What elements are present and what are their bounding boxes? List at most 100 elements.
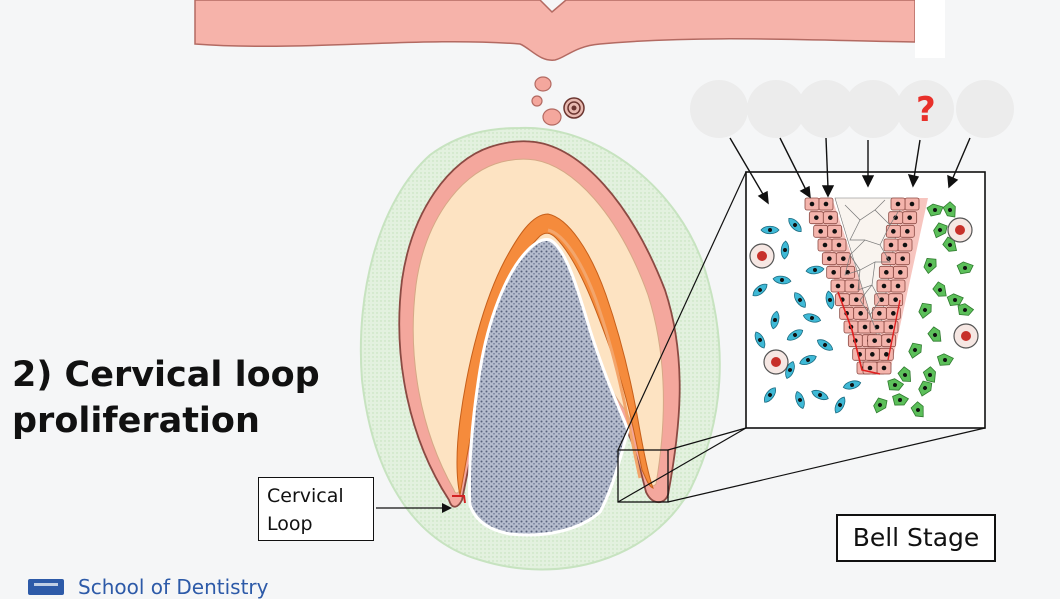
stellate-network	[844, 199, 899, 331]
cyan-mesenchymal-cells	[752, 218, 862, 414]
green-cell	[946, 293, 964, 306]
cell-nucleus	[814, 215, 819, 220]
green-cell	[933, 222, 948, 239]
cervical-loop-marker	[452, 495, 466, 504]
white-patch	[915, 0, 945, 58]
cell-nucleus	[818, 229, 823, 234]
cyan-cell	[842, 380, 862, 390]
heading-line-1: 2) Cervical loop	[12, 355, 320, 395]
green-cell	[897, 366, 911, 382]
cell-nucleus	[862, 324, 868, 330]
cell-nucleus	[898, 270, 903, 275]
cyan-cell	[834, 396, 846, 414]
cell-nucleus	[884, 270, 889, 275]
cervical-loop-label-line-1: Cervical	[267, 485, 344, 507]
cell-nucleus	[888, 242, 894, 248]
cell-nucleus	[858, 311, 863, 316]
cell-nucleus	[895, 283, 901, 289]
cell-nucleus	[823, 201, 829, 207]
green-cell	[932, 281, 947, 297]
cell-nucleus	[841, 256, 846, 261]
cyan-cell	[780, 240, 790, 260]
pointer-arrows	[729, 137, 971, 205]
green-cell	[923, 258, 937, 274]
cell-nucleus	[895, 201, 901, 207]
green-cell	[918, 380, 933, 397]
cell-nucleus	[832, 229, 837, 234]
cyan-cell	[795, 391, 805, 409]
green-cell	[936, 353, 954, 366]
green-cell	[942, 201, 956, 218]
footer-school-name: School of Dentistry	[78, 575, 269, 599]
zoom-line-bottom-right	[667, 427, 986, 503]
green-mesenchymal-cells	[873, 201, 975, 418]
green-cell	[927, 326, 942, 342]
footer: School of Dentistry	[28, 576, 269, 598]
dental-papilla	[467, 238, 630, 537]
zoom-line-bottom-left	[617, 427, 747, 503]
cell-nucleus	[854, 297, 859, 302]
cyan-cell	[785, 361, 795, 379]
slide-heading: 2) Cervical loop proliferation	[12, 352, 320, 444]
cell-nucleus	[828, 215, 833, 220]
cell-nucleus	[891, 311, 896, 316]
cyan-cell	[788, 218, 802, 232]
cell-nucleus	[835, 283, 841, 289]
epithelial-cell-column	[804, 197, 928, 375]
green-cell	[918, 302, 932, 319]
cell-nucleus	[870, 352, 875, 357]
cyan-cell	[754, 331, 766, 349]
zoom-line-mid	[667, 427, 747, 451]
cyan-cell	[794, 292, 806, 308]
cyan-cell	[802, 313, 822, 323]
zoom-inset	[745, 171, 986, 429]
cell-nucleus	[874, 324, 880, 330]
green-cell	[926, 203, 944, 217]
cell-nucleus	[893, 215, 898, 220]
cell-nucleus	[849, 283, 855, 289]
cell-nucleus	[886, 338, 891, 343]
cyan-cell	[752, 283, 768, 297]
oral-epithelium	[194, 0, 916, 61]
cyan-cell	[811, 389, 829, 401]
cell-nucleus	[879, 297, 884, 302]
zoom-source-rect	[617, 449, 669, 503]
university-logo-icon	[28, 579, 64, 595]
cervical-loop-label-line-2: Loop	[267, 513, 313, 535]
cell-nucleus	[867, 365, 873, 371]
cell-nucleus	[881, 283, 887, 289]
bell-stage-label: Bell Stage	[836, 514, 996, 562]
cervical-loop-label: Cervical Loop	[258, 477, 374, 541]
cyan-cell	[825, 290, 835, 310]
question-mark: ?	[916, 90, 936, 130]
cyan-cell	[772, 275, 792, 285]
cell-nucleus	[822, 242, 828, 248]
cyan-cell	[799, 355, 817, 365]
cell-nucleus	[877, 311, 882, 316]
green-cell	[910, 401, 924, 418]
blood-vessel-cells	[749, 217, 979, 375]
cyan-cell	[764, 387, 776, 403]
cyan-cell	[770, 310, 780, 330]
cell-nucleus	[809, 201, 815, 207]
green-cell	[957, 303, 975, 316]
green-cell	[922, 366, 936, 383]
cyan-cell	[805, 265, 825, 275]
green-cell	[956, 261, 974, 275]
cyan-cell	[786, 329, 804, 341]
cell-nucleus	[831, 270, 836, 275]
heading-line-2: proliferation	[12, 401, 260, 441]
inner-enamel-epithelium-inner-edge	[547, 228, 642, 479]
green-cell	[892, 393, 910, 406]
green-cell	[887, 378, 905, 391]
green-cell	[908, 342, 922, 359]
cyan-cell	[760, 225, 780, 235]
green-cell	[873, 397, 888, 414]
cell-nucleus	[907, 215, 912, 220]
cell-nucleus	[902, 242, 908, 248]
cell-nucleus	[909, 201, 915, 207]
cell-nucleus	[900, 256, 905, 261]
cell-nucleus	[893, 297, 898, 302]
cell-nucleus	[884, 352, 889, 357]
